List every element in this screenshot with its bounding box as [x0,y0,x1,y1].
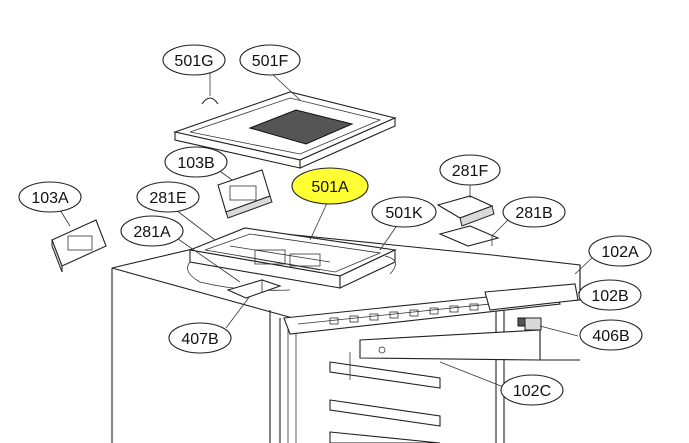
callout-bubble [168,322,232,354]
callout-281B: 281B [502,196,566,228]
callout-bubble [588,235,652,267]
callout-bubble [502,196,566,228]
callout-281F: 281F [439,154,501,186]
callout-501G: 501G [162,44,226,76]
callout-407B: 407B [168,322,232,354]
callout-label: 281B [515,205,552,222]
callout-bubble [371,196,437,228]
switch-406B [524,317,542,331]
callout-label: 501A [311,179,349,196]
callout-label: 102A [601,244,639,261]
callout-bubble [578,279,642,311]
callout-label: 281A [133,224,171,241]
ceiling-cover-102C [359,329,541,361]
hinge-cover-281F [436,195,495,227]
callout-102B: 102B [578,279,642,311]
callout-label: 103A [31,190,69,207]
callout-label: 501K [385,205,423,222]
callout-bubble [291,167,369,205]
callout-bubble [579,319,643,351]
callout-281E: 281E [136,181,200,213]
callout-bubble [136,181,200,213]
callout-281A: 281A [120,215,184,247]
display-panel-102B [484,283,579,311]
callout-label: 103B [177,155,214,172]
callout-bubble [164,146,228,178]
label-plate [248,109,354,145]
callout-501A: 501A [291,167,369,205]
callout-103B: 103B [164,146,228,178]
callout-label: 501F [252,53,289,70]
clip-501G [201,97,219,105]
callout-label: 102B [591,288,628,305]
callout-103A: 103A [18,181,82,213]
callout-label: 281F [452,163,489,180]
callout-406B: 406B [579,319,643,351]
callout-501F: 501F [239,44,301,76]
callout-bubble [18,181,82,213]
hinge-cover-103B [217,169,273,219]
callout-bubble [239,44,301,76]
top-cover-501F [172,91,397,169]
callout-bubble [162,44,226,76]
control-box-501A [187,227,397,291]
callout-label: 102C [513,383,551,400]
callout-label: 281E [149,190,186,207]
front-vents [329,303,479,325]
callout-bubble [439,154,501,186]
callout-501K: 501K [371,196,437,228]
callout-bubble [500,374,564,406]
callout-bubble [120,215,184,247]
callout-label: 406B [592,328,629,345]
shelves [329,352,441,443]
callout-102A: 102A [588,235,652,267]
hinge-281B [438,225,500,247]
hinge-281A [226,279,282,299]
callout-102C: 102C [500,374,564,406]
callout-label: 501G [174,53,213,70]
callout-label: 407B [181,331,218,348]
hinge-cover-103A [51,219,107,273]
